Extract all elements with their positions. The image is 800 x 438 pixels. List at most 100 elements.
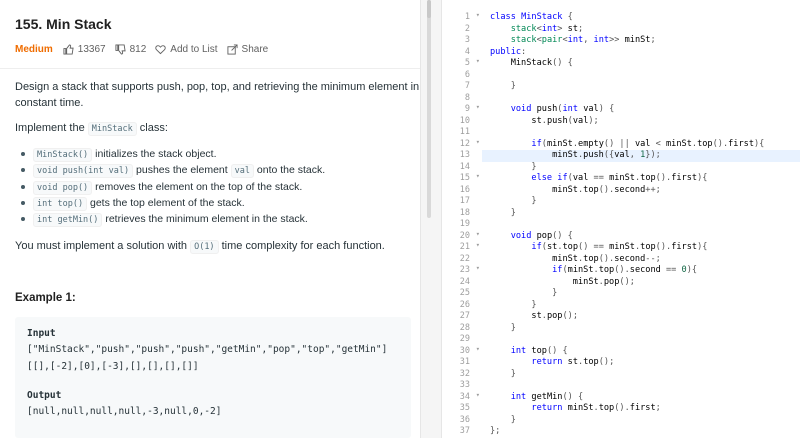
fold-arrow-icon[interactable]: ▾ <box>475 344 480 353</box>
fold-arrow-icon[interactable]: ▾ <box>475 137 480 146</box>
code-line[interactable]: } <box>490 288 558 298</box>
add-to-list-button[interactable]: Add to List <box>155 43 218 55</box>
thumbs-up-icon <box>63 43 74 55</box>
line-number: 6 <box>442 70 482 82</box>
code-line[interactable]: } <box>490 196 537 206</box>
bullet-text: initializes the stack object. <box>92 148 217 160</box>
code-line[interactable]: } <box>490 368 516 379</box>
code-line[interactable]: if(minSt.top().second == 0){ <box>552 265 698 275</box>
implement-text-post: class: <box>136 122 168 134</box>
code-line[interactable]: minSt.top().second++; <box>552 184 661 195</box>
complexity-paragraph: You must implement a solution with O(1) … <box>15 238 385 255</box>
line-number-text: 29 <box>459 334 470 344</box>
fold-arrow-icon[interactable]: ▾ <box>475 11 480 19</box>
bullet-text: pushes the element <box>133 164 231 177</box>
inline-code: int top() <box>33 196 88 211</box>
intro-paragraph: Design a stack that supports push, pop, … <box>15 79 419 111</box>
fold-arrow-icon[interactable]: ▾ <box>475 390 480 399</box>
heart-icon <box>155 44 166 54</box>
line-number-text: 4 <box>464 46 470 57</box>
code-line[interactable]: stack<pair<int, int>> minSt; <box>510 35 656 45</box>
problem-title: 155. Min Stack <box>15 16 112 32</box>
code-line[interactable]: return minSt.top().first; <box>531 403 661 413</box>
code-line[interactable]: st.pop(); <box>531 311 579 321</box>
line-number: 3 <box>442 35 482 47</box>
line-number: 36 <box>442 415 482 427</box>
fold-arrow-icon[interactable]: ▾ <box>475 229 480 238</box>
line-number-text: 37 <box>459 426 470 436</box>
code-line[interactable]: } <box>490 161 537 172</box>
example-box: Input ["MinStack","push","push","push","… <box>15 317 411 438</box>
list-item: void pop() removes the element on the to… <box>20 179 325 195</box>
code-line[interactable]: } <box>490 207 516 218</box>
line-number: 7 <box>442 81 482 93</box>
line-number-text: 17 <box>459 196 470 206</box>
line-number: 10 <box>442 116 482 128</box>
fold-arrow-icon[interactable]: ▾ <box>475 264 480 272</box>
line-number-text: 24 <box>459 276 470 287</box>
code-line[interactable]: } <box>490 322 516 333</box>
code-line[interactable]: void pop() { <box>510 230 573 241</box>
line-number-text: 11 <box>459 127 470 137</box>
line-number-text: 16 <box>459 184 470 195</box>
line-number-text: 9 <box>464 104 470 114</box>
code-line[interactable]: int getMin() { <box>510 391 584 402</box>
description-scrollbar-thumb[interactable] <box>427 0 431 18</box>
fold-arrow-icon[interactable]: ▾ <box>475 103 480 111</box>
line-number-text: 31 <box>459 357 470 367</box>
code-line[interactable]: } <box>490 414 516 425</box>
line-number: 37 <box>442 426 482 438</box>
code-line[interactable]: }; <box>490 426 501 436</box>
code-line[interactable]: MinStack() { <box>510 58 573 68</box>
bullet-text: removes the element on the top of the st… <box>92 180 303 193</box>
add-to-list-label: Add to List <box>170 43 218 55</box>
example-output-value: [null,null,null,null,-3,null,0,-2] <box>27 406 222 417</box>
fold-arrow-icon[interactable]: ▾ <box>475 172 480 180</box>
line-number: 19 <box>442 219 482 231</box>
fold-arrow-icon[interactable]: ▾ <box>475 241 480 249</box>
line-number: 18 <box>442 208 482 220</box>
code-line[interactable]: } <box>490 299 537 310</box>
line-number: 22 <box>442 254 482 266</box>
code-line[interactable]: st.push(val); <box>531 115 599 126</box>
code-line[interactable]: if(st.top() == minSt.top().first){ <box>531 242 708 252</box>
line-number: 26 <box>442 300 482 312</box>
share-button[interactable]: Share <box>227 43 269 55</box>
line-number-text: 5 <box>464 58 470 68</box>
code-line[interactable]: if(minSt.empty() || val < minSt.top().fi… <box>531 138 765 149</box>
code-line[interactable]: class MinStack { <box>490 12 573 22</box>
description-scrollbar-track[interactable] <box>427 0 431 218</box>
code-line[interactable]: public: <box>490 46 527 57</box>
line-number-text: 19 <box>459 219 470 229</box>
code-line[interactable]: return st.top(); <box>531 357 615 367</box>
code-line[interactable]: void push(int val) { <box>510 104 615 114</box>
code-line[interactable]: minSt.top().second--; <box>552 253 661 264</box>
code-line[interactable]: int top() { <box>510 345 568 356</box>
example-input-ops: ["MinStack","push","push","push","getMin… <box>27 344 388 355</box>
code-line[interactable]: stack<int> st; <box>510 23 584 34</box>
panel-splitter[interactable] <box>420 0 442 438</box>
example-output-label: Output <box>27 390 62 401</box>
difficulty-badge: Medium <box>15 43 53 55</box>
likes-count: 13367 <box>77 43 106 55</box>
line-number: 2 <box>442 24 482 36</box>
code-line[interactable]: minSt.pop(); <box>572 276 635 287</box>
share-icon <box>227 43 238 55</box>
line-number: 17 <box>442 196 482 208</box>
code-line[interactable]: } <box>490 81 516 91</box>
inline-code-minstack: MinStack <box>87 122 137 136</box>
share-label: Share <box>241 43 269 55</box>
line-number-text: 27 <box>459 311 470 321</box>
line-number: 5▾ <box>442 57 482 70</box>
line-number-text: 2 <box>464 23 470 34</box>
line-number: 34▾ <box>442 390 482 404</box>
line-number: 14 <box>442 162 482 174</box>
like-button[interactable]: 13367 <box>63 44 106 55</box>
dislike-button[interactable]: 812 <box>115 44 146 55</box>
list-item: int top() gets the top element of the st… <box>20 195 325 211</box>
fold-arrow-icon[interactable]: ▾ <box>475 57 480 65</box>
line-number-text: 36 <box>459 414 470 425</box>
code-line[interactable]: minSt.push({val, 1}); <box>552 150 661 160</box>
code-line[interactable]: else if(val == minSt.top().first){ <box>531 173 708 183</box>
